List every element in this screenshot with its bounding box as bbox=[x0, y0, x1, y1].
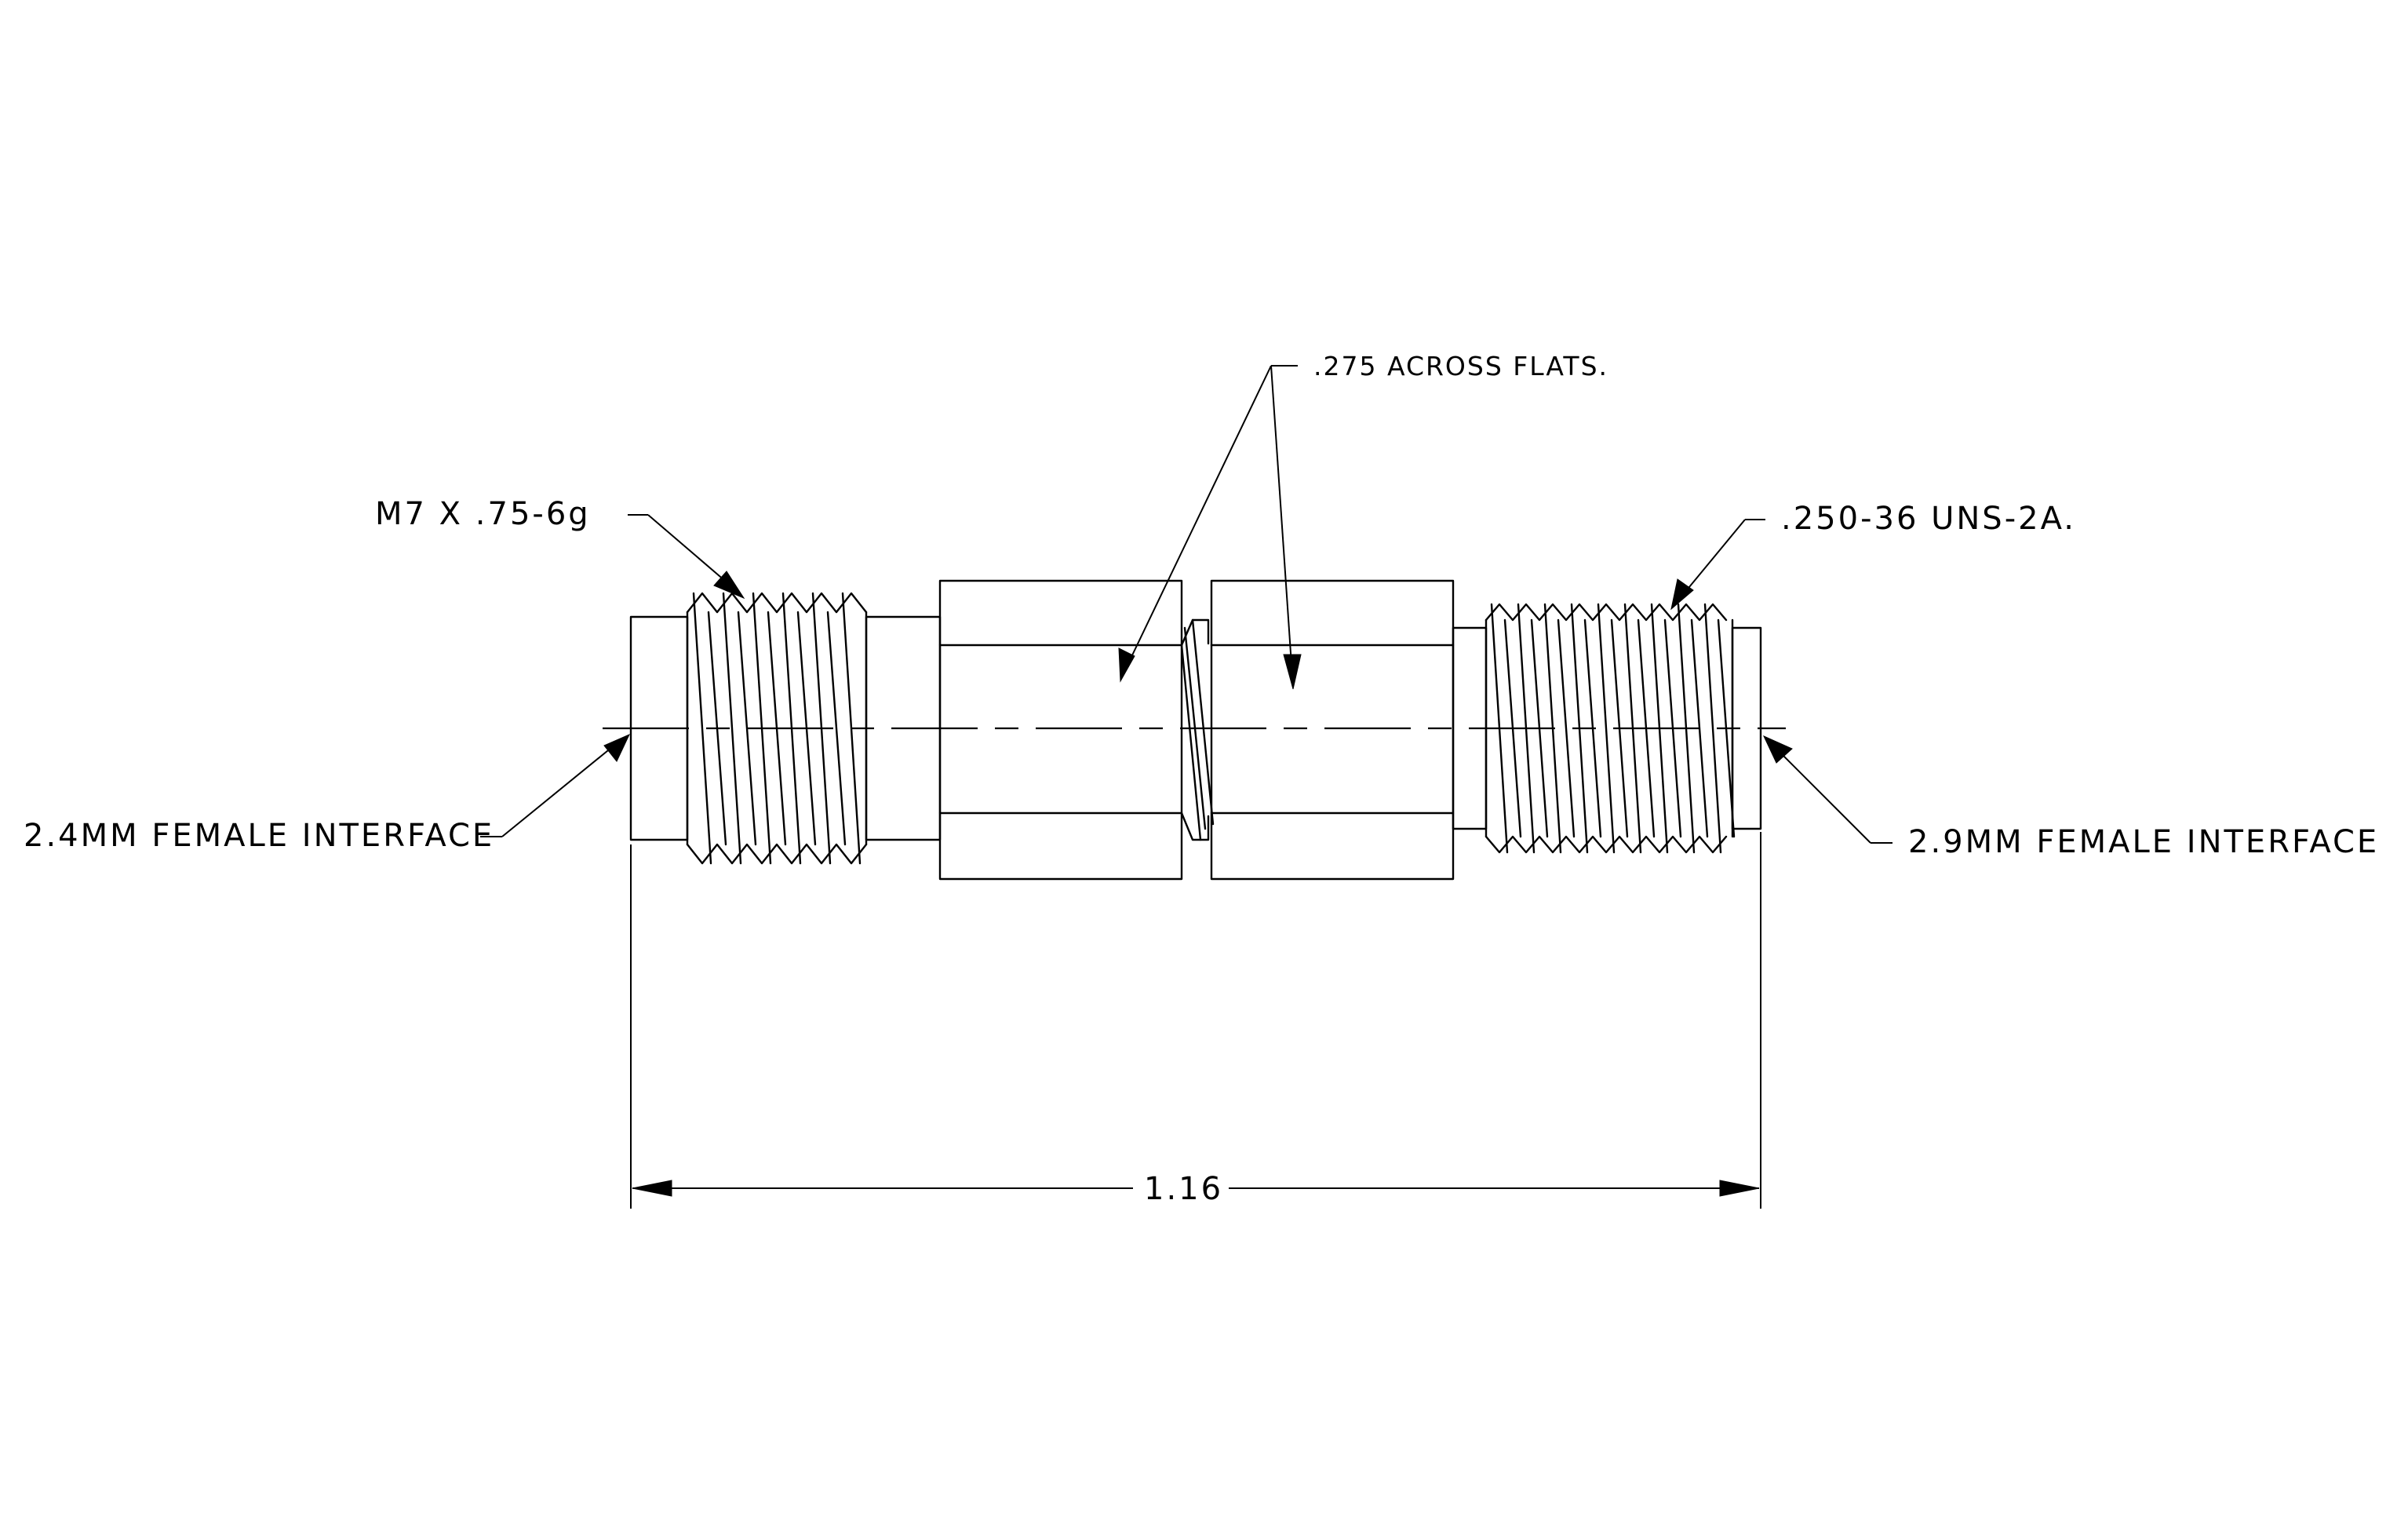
left-thread-crest-bottom bbox=[686, 843, 868, 865]
left-thread-leader bbox=[628, 514, 745, 600]
right-interface-text: 2.9MM FEMALE INTERFACE bbox=[1908, 824, 2379, 860]
right-thread-crest-bottom bbox=[1485, 835, 1728, 854]
right-thread-crest-top bbox=[1485, 603, 1728, 622]
right-thread-helix-line bbox=[1703, 603, 1722, 854]
middle-thread bbox=[1180, 618, 1215, 841]
overall-length-text: 1.16 bbox=[1144, 1171, 1223, 1207]
left-thread-text: M7 X .75-6g bbox=[375, 496, 591, 532]
overall-length-dimension bbox=[630, 832, 1761, 1209]
left-thread-helix-line bbox=[826, 611, 847, 846]
right-thread-helix-line bbox=[1557, 618, 1576, 838]
left-thread-crest-top bbox=[686, 592, 868, 614]
hex-callout-text: .275 ACROSS FLATS. bbox=[1313, 351, 1608, 381]
left-interface-text: 2.4MM FEMALE INTERFACE bbox=[24, 818, 494, 854]
left-thread-helix-line bbox=[692, 592, 712, 865]
hex-callout-leader bbox=[1118, 365, 1302, 690]
hex-body-left bbox=[938, 579, 1183, 881]
right-thread-leader bbox=[1670, 519, 1765, 611]
right-interface-leader bbox=[1762, 735, 1893, 844]
left-thread-helix-line bbox=[722, 592, 742, 865]
right-thread-text: .250-36 UNS-2A. bbox=[1781, 501, 2076, 537]
left-interface-leader bbox=[480, 734, 631, 837]
hex-body-right bbox=[1210, 579, 1455, 881]
right-thread-helix-line bbox=[1597, 603, 1616, 854]
